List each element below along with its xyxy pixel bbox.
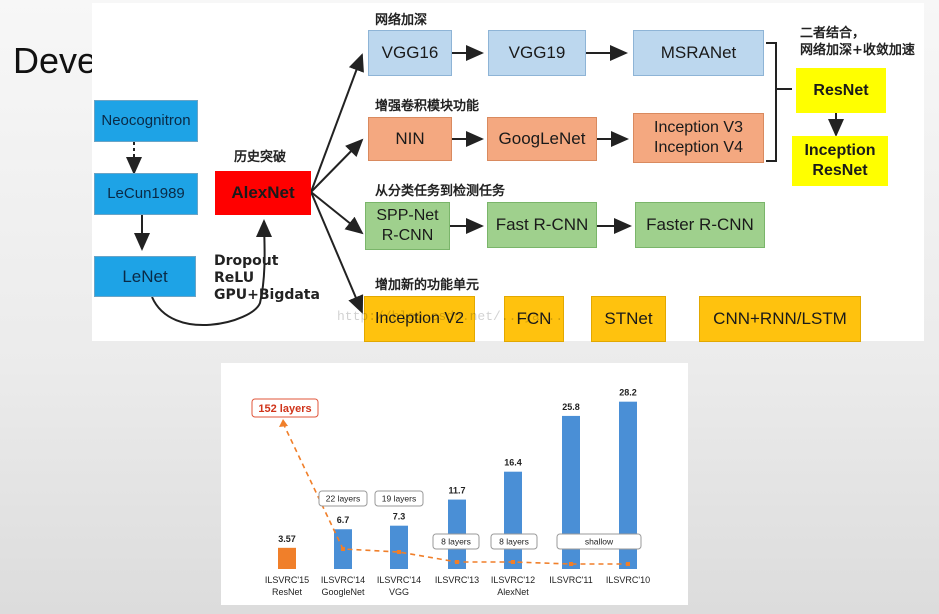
value-label-0: 3.57 (278, 534, 296, 544)
value-label-4: 16.4 (504, 458, 522, 468)
node-cnn-rnn-lstm: CNN+RNN/LSTM (699, 296, 861, 342)
node-inception-v2: Inception V2 (364, 296, 475, 342)
category-label-2-1: VGG (389, 587, 409, 597)
layers-trend-point-5 (569, 562, 573, 566)
node-lecun1989: LeCun1989 (94, 173, 198, 215)
layer-label-box-5 (556, 533, 642, 550)
category-label-6-0: ILSVRC'10 (606, 575, 650, 585)
node-inception-resnet: Inception ResNet (792, 136, 888, 186)
layers-trend-point-3 (455, 560, 459, 564)
layers-trend-point-6 (626, 562, 630, 566)
node-lenet: LeNet (94, 256, 196, 297)
caption-combined: 二者结合， 网络加深+收敛加速 (800, 26, 915, 58)
category-label-1-1: GoogleNet (321, 587, 365, 597)
layer-label-0: 152 layers (258, 403, 311, 415)
category-label-4-0: ILSVRC'12 (491, 575, 535, 585)
layers-trend-point-4 (511, 560, 515, 564)
bar-6 (619, 401, 637, 569)
bracket (766, 42, 777, 162)
caption-new-units: 增加新的功能单元 (375, 278, 480, 293)
diagram-connectors (126, 42, 844, 327)
arrow-lenet-alexnet (151, 219, 273, 327)
category-label-0-1: ResNet (272, 587, 303, 597)
arrow-alexnet-incv2 (310, 191, 364, 314)
category-label-4-1: AlexNet (497, 587, 529, 597)
node-stnet: STNet (591, 296, 666, 342)
layer-label-4: 8 layers (499, 537, 529, 547)
layers-trend-arrowhead (279, 419, 288, 427)
node-resnet: ResNet (796, 68, 886, 113)
layer-label-3: 8 layers (441, 537, 471, 547)
layer-label-2: 19 layers (382, 494, 417, 504)
value-label-5: 25.8 (562, 402, 580, 412)
arrow-alexnet-nin (310, 138, 364, 193)
node-vgg19: VGG19 (488, 30, 586, 76)
node-vgg16: VGG16 (368, 30, 452, 76)
node-alexnet: AlexNet (215, 171, 311, 215)
layers-trend-point-2 (397, 550, 401, 554)
node-msranet: MSRANet (633, 30, 764, 76)
category-label-5-0: ILSVRC'11 (549, 575, 593, 585)
layer-label-box-2 (374, 490, 424, 507)
bar-5 (562, 415, 580, 569)
node-faster-rcnn: Faster R-CNN (635, 202, 765, 248)
watermark: http://blog.csdn.net/...ya... (337, 309, 564, 324)
value-label-2: 7.3 (393, 512, 406, 522)
arrow-alexnet-spp (310, 191, 364, 235)
value-label-3: 11.7 (448, 486, 465, 496)
node-inception-v3-v4: Inception V3 Inception V4 (633, 113, 764, 163)
layer-label-1: 22 layers (326, 494, 361, 504)
development-diagram: Neocognitron LeCun1989 LeNet 历史突破 AlexNe… (92, 3, 924, 342)
category-label-1-0: ILSVRC'14 (321, 575, 365, 585)
bar-4 (504, 471, 522, 569)
node-nin: NIN (368, 117, 452, 161)
alexnet-techniques: Dropout ReLU GPU+Bigdata (214, 253, 320, 303)
caption-detection: 从分类任务到检测任务 (375, 184, 506, 199)
node-fcn: FCN (504, 296, 564, 342)
bar-0 (278, 547, 296, 569)
caption-conv-module: 增强卷积模块功能 (375, 99, 480, 114)
node-googlenet: GoogLeNet (487, 117, 597, 161)
caption-breakthrough: 历史突破 (234, 150, 287, 165)
layer-label-box-3 (432, 533, 480, 550)
node-fast-rcnn: Fast R-CNN (487, 202, 597, 248)
node-spp-net-rcnn: SPP-Net R-CNN (365, 202, 450, 250)
category-label-0-0: ILSVRC'15 (265, 575, 309, 585)
layer-label-5: shallow (585, 537, 614, 547)
arrow-alexnet-vgg (310, 53, 364, 193)
category-label-3-0: ILSVRC'13 (435, 575, 479, 585)
node-neocognitron: Neocognitron (94, 100, 198, 142)
value-label-6: 28.2 (619, 388, 637, 398)
layer-label-box-0 (251, 398, 319, 418)
layer-label-box-4 (490, 533, 538, 550)
layer-label-box-1 (318, 490, 368, 507)
caption-deeper: 网络加深 (375, 13, 428, 28)
value-label-1: 6.7 (337, 515, 350, 525)
layers-trend-point-1 (341, 547, 345, 551)
bar-2 (390, 525, 408, 569)
category-label-2-0: ILSVRC'14 (377, 575, 421, 585)
